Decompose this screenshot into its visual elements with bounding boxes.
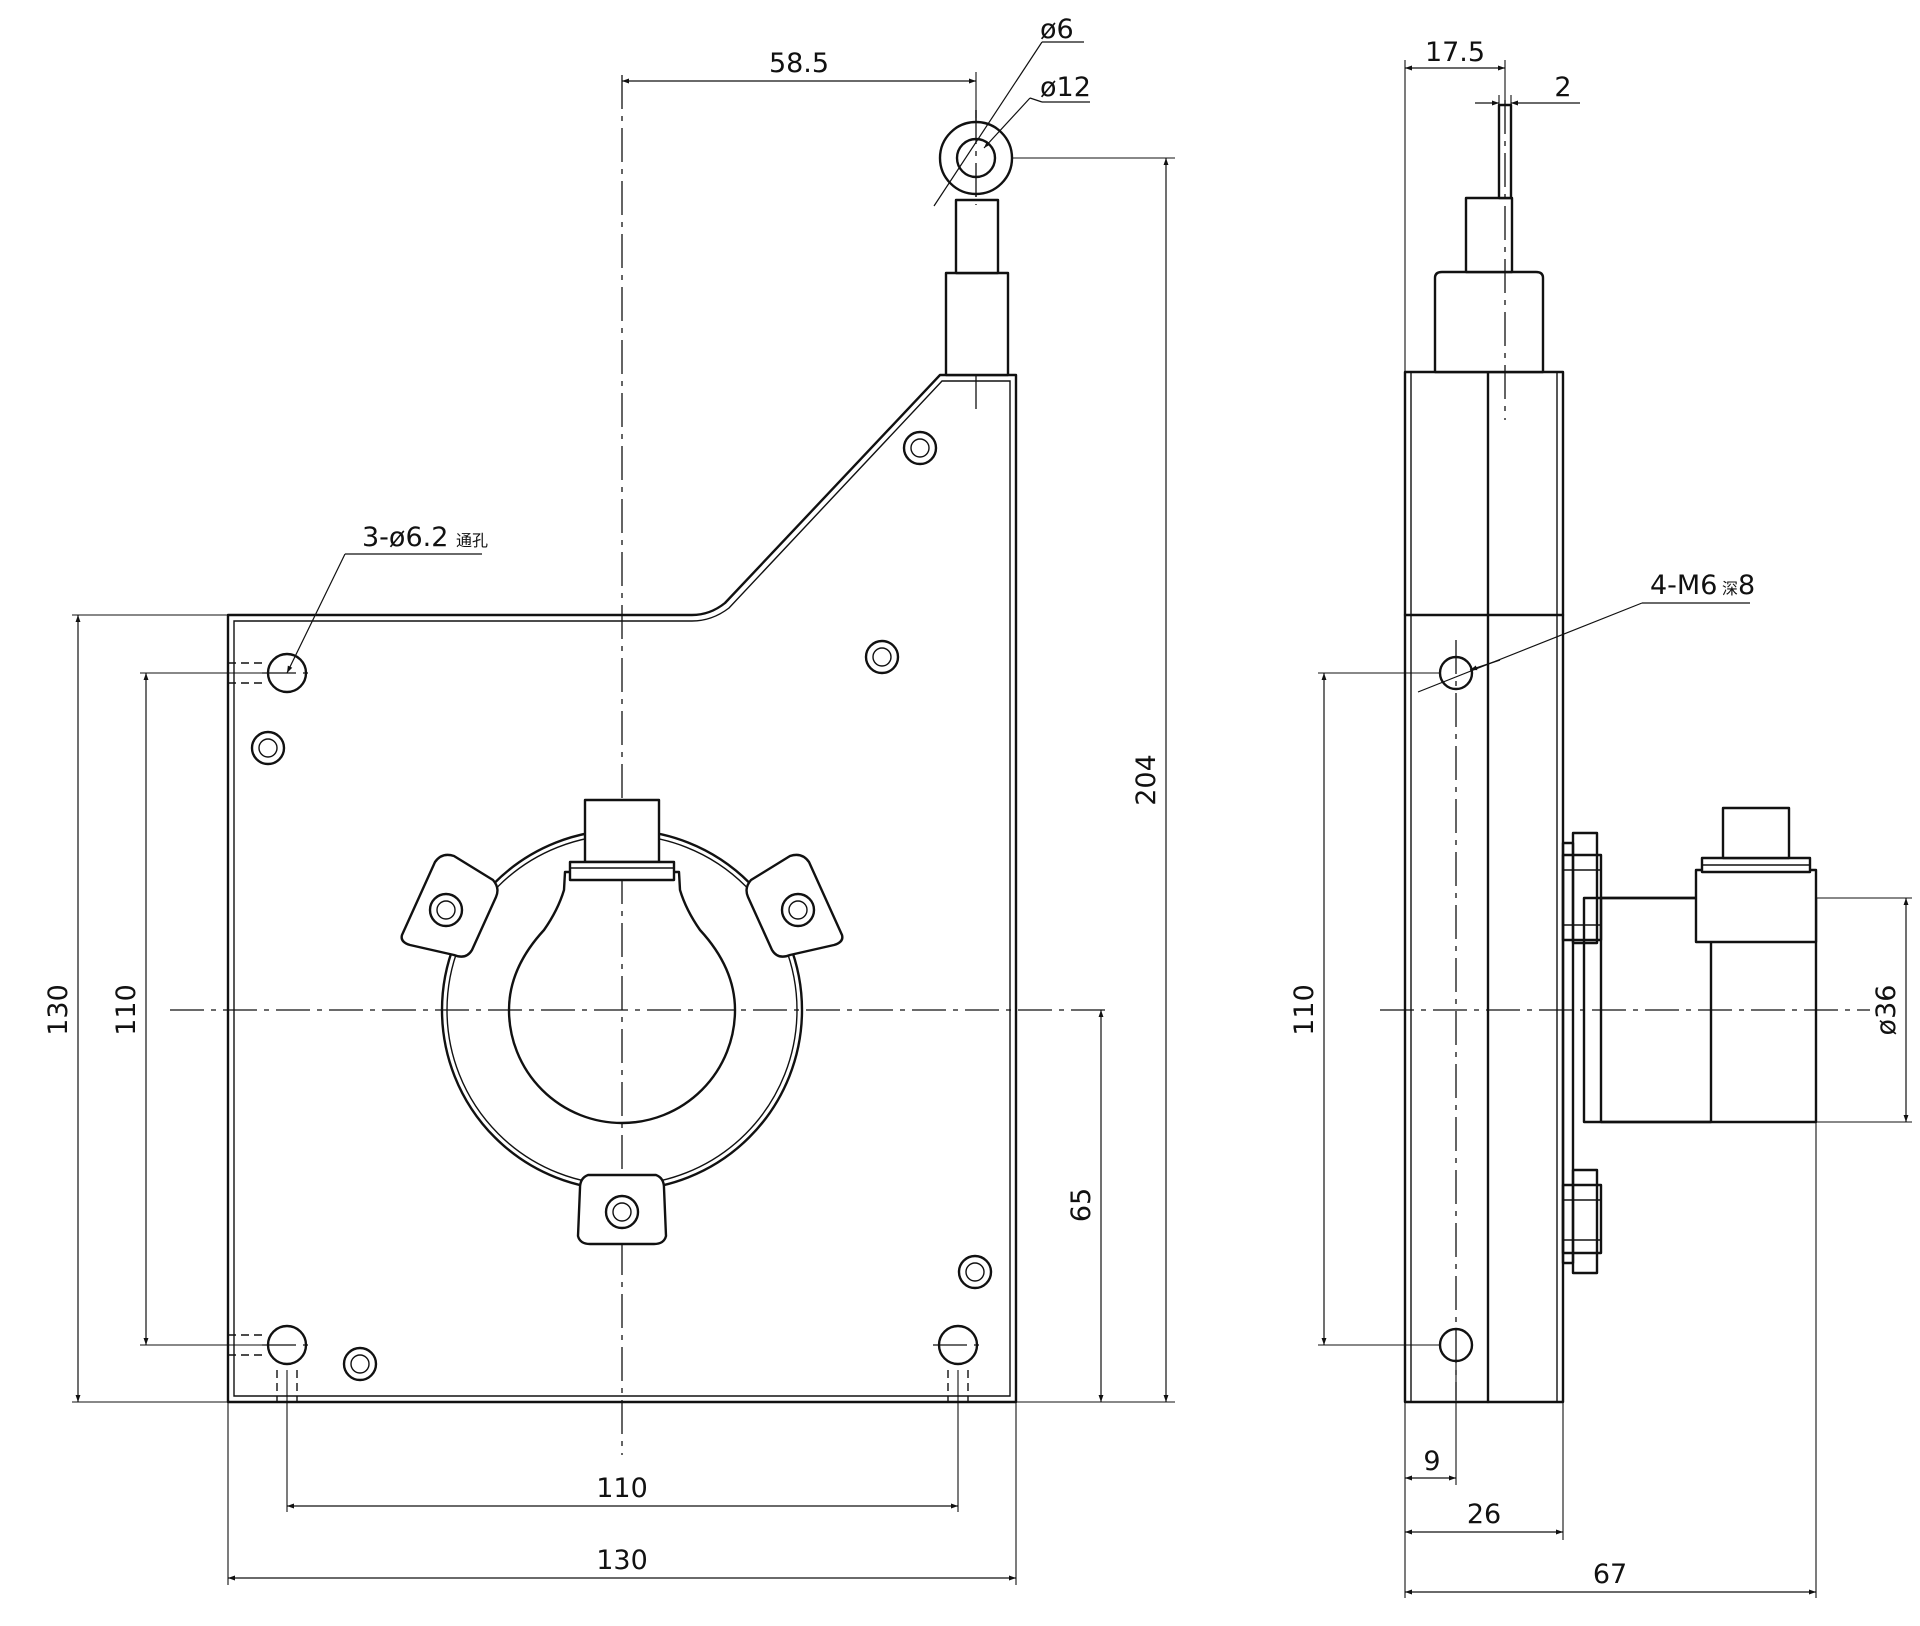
dim-center-height: 65 [1066,1010,1104,1402]
dim-total-depth: 67 [1405,1122,1817,1598]
dim-encoder-diameter: ø36 [1816,897,1912,1123]
side-view: 17.5 2 110 ø36 9 [1289,37,1912,1598]
boss-nut-collar [568,860,676,882]
dim-left-height: 130 [43,614,228,1403]
through-holes [228,652,983,1402]
dim-side-hole-spacing: 110 [1289,672,1440,1346]
note-thread-holes-depth: 8 [1738,570,1755,601]
side-housing-body [1403,370,1565,1404]
leader-arrow [1469,659,1501,671]
leader-line [933,41,1043,207]
housing-screw-socket [258,738,278,758]
encoder-clamp-lower [1561,1183,1603,1255]
front-view: 58.5 ø6 ø12 204 65 130 [43,14,1175,1585]
clamp-lobe-right [745,853,844,958]
dim-hole-spacing-vertical: 110 [111,672,262,1346]
clamp-lobe-bottom [576,1173,668,1246]
boss-top-nut [583,798,661,864]
housing-screw-socket [872,647,892,667]
housing-screw [957,1254,993,1290]
front-housing-outline [226,373,1018,1404]
dim-left-height-label: 130 [43,984,74,1036]
housing-screw-socket [910,438,930,458]
dim-body-depth: 26 [1405,1402,1564,1540]
housing-screw-socket [350,1354,370,1374]
housing-screw [864,639,900,675]
clamp-screw-bottom-socket [612,1202,632,1222]
encoder-connector-cap [1721,806,1791,860]
side-cable-guide-lower [1433,270,1545,374]
dim-total-depth-label: 67 [1593,1559,1627,1590]
cable-guide-lower [944,271,1010,377]
encoder-flange-lower [1571,1168,1599,1275]
dim-encoder-diameter-label: ø36 [1871,985,1902,1036]
side-cable-guide-upper [1464,196,1514,274]
cable-ring-terminal [938,110,1014,377]
dim-ring-diameters: ø6 ø12 [933,14,1091,207]
side-encoder-assembly [1561,806,1818,1275]
clamp-lobe-left-shape [400,853,499,958]
housing-screw [902,430,938,466]
dim-total-height-label: 204 [1131,754,1162,806]
leader-arrow [983,97,1031,149]
note-through-holes-suffix: 通孔 [456,531,488,550]
note-thread-holes-main: 4-M6 [1650,570,1717,601]
dim-hole-spacing-horizontal: 110 [286,1370,959,1512]
dim-side-top-width: 17.5 [1404,37,1506,372]
dim-cable-width: 2 [1475,72,1580,110]
housing-screws [250,430,993,1382]
clamp-screw-right [780,892,816,928]
encoder-mount-plate [1561,841,1575,1265]
housing-screw [250,730,286,766]
dim-hole-spacing-horizontal-label: 110 [596,1473,648,1504]
clamp-screw-left-socket [436,900,456,920]
dim-hole-offset-label: 9 [1423,1446,1440,1477]
dim-body-depth-label: 26 [1467,1499,1501,1530]
clamp-screw-left [428,892,464,928]
dim-top-offset-label: 58.5 [769,48,829,79]
leader-line [1029,97,1043,103]
clamp-screw-bottom [604,1194,640,1230]
dim-center-height-label: 65 [1066,1188,1097,1222]
clamp-lobe-left [400,853,499,958]
dim-hole-offset: 9 [1404,1362,1457,1598]
boss-keyhole [507,870,737,1125]
dim-side-top-width-label: 17.5 [1425,37,1485,68]
clamp-lobe-bottom-shape [576,1173,668,1246]
dim-hole-inner-dia-label: ø6 [1040,14,1074,45]
cable-guide-upper [954,198,1000,275]
encoder-connector [1694,868,1818,944]
note-through-holes: 3-ø6.2 通孔 [286,522,488,674]
dim-cable-width-label: 2 [1554,72,1571,103]
clamp-screw-right-socket [788,900,808,920]
front-housing-inner-edge [233,380,1011,1397]
note-thread-holes: 4-M6 深 8 [1417,570,1755,693]
housing-screw-socket [965,1262,985,1282]
housing-screw [342,1346,378,1382]
clamp-lobe-right-shape [745,853,844,958]
dim-total-width-label: 130 [596,1545,648,1576]
dim-side-hole-spacing-label: 110 [1289,984,1320,1036]
dim-hole-outer-dia-label: ø12 [1040,72,1091,103]
dim-total-height: 204 [1012,157,1175,1403]
dim-total-width: 130 [227,1402,1017,1585]
leader-arrow [286,553,346,674]
dim-top-offset: 58.5 [622,48,977,118]
leader-line [1417,602,1643,693]
note-through-holes-main: 3-ø6.2 [362,522,448,553]
note-thread-holes-depth-mark: 深 [1722,579,1738,598]
dim-hole-spacing-vertical-label: 110 [111,984,142,1036]
